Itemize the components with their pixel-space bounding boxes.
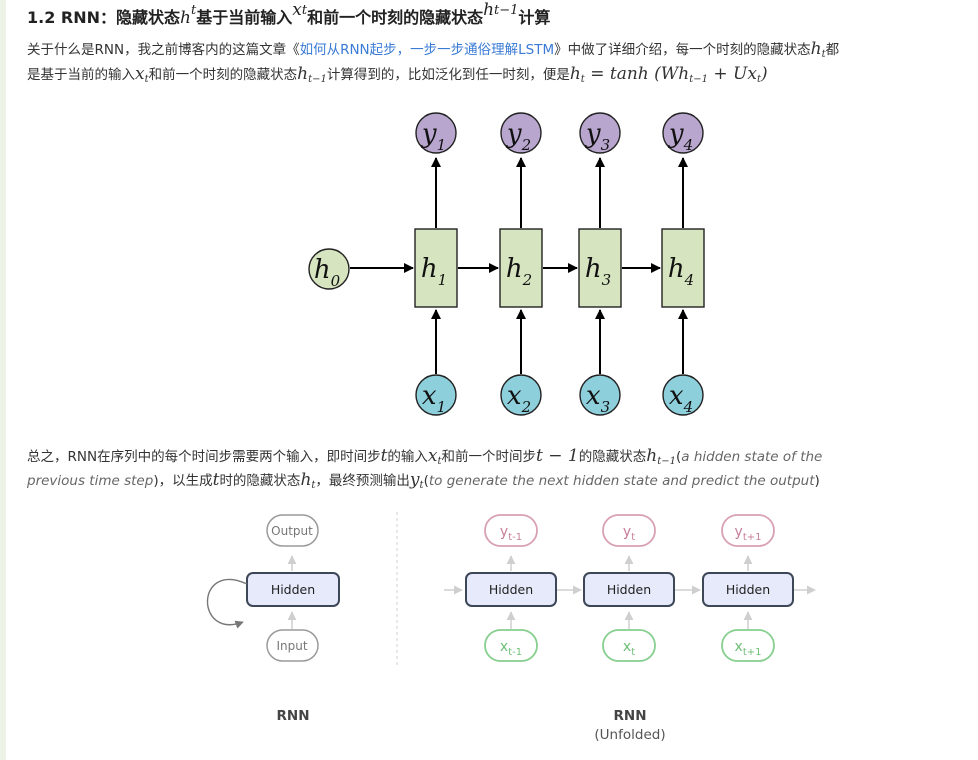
input-node	[579, 374, 621, 416]
input-node-label: x4	[669, 381, 693, 416]
rnn-output-label: Output	[271, 524, 313, 538]
rnn-hidden-node	[246, 572, 340, 607]
recurrence-loop-arrow	[206, 578, 248, 629]
section-heading: 1.2 RNN：隐藏状态ht基于当前输入xt和前一个时刻的隐藏状态ht−1计算	[27, 0, 551, 28]
input-node-label: x1	[422, 381, 446, 416]
intro-line-2: 是基于当前的输入xt和前一个时刻的隐藏状态ht−1计算得到的，比如泛化到任一时刻…	[27, 64, 768, 85]
hidden-node	[578, 228, 622, 308]
unfolded-hidden-node	[465, 572, 557, 607]
unfolded-input-node	[484, 629, 538, 662]
unfolded-output-node	[484, 514, 538, 547]
unfolded-input-label: xt	[623, 639, 635, 658]
rnn-label: RNN	[277, 708, 310, 724]
left-edge-strip	[0, 0, 6, 760]
rnn-input-node	[266, 629, 319, 662]
unfolded-input-node	[721, 629, 775, 662]
rnn-hidden-label: Hidden	[271, 582, 315, 597]
rnn-chain-diagram: y1 h1 x1 y2 h2 x2 y3 h3 x3 y4 h4 x4 h0	[308, 112, 705, 416]
article-link[interactable]: 如何从RNN起步，一步一步通俗理解LSTM	[299, 42, 555, 58]
output-node	[415, 112, 457, 154]
output-node	[662, 112, 704, 154]
hidden-node	[414, 228, 458, 308]
input-node	[500, 374, 542, 416]
initial-hidden-node	[308, 248, 350, 290]
unfolded-hidden-node	[583, 572, 675, 607]
hidden-node	[499, 228, 543, 308]
unfolded-output-label: yt-1	[500, 524, 522, 543]
unfolded-sublabel: (Unfolded)	[594, 727, 665, 743]
unfolded-output-label: yt	[623, 524, 635, 543]
rnn-input-label: Input	[276, 639, 307, 653]
unfolded-output-node	[721, 514, 775, 547]
input-node-label: x3	[586, 381, 610, 416]
unfolded-hidden-label: Hidden	[726, 582, 770, 597]
input-node	[415, 374, 457, 416]
unfolded-output-label: yt+1	[735, 524, 762, 543]
input-node-label: x2	[507, 381, 531, 416]
hidden-node-label: h1	[421, 254, 447, 289]
initial-hidden-label: h0	[314, 255, 341, 290]
unfolded-hidden-node	[702, 572, 794, 607]
intro-line-1: 关于什么是RNN，我之前博客内的这篇文章《如何从RNN起步，一步一步通俗理解LS…	[27, 39, 840, 60]
unfolded-input-label: xt-1	[500, 639, 522, 658]
hidden-node-label: h3	[585, 254, 611, 289]
hidden-node-label: h4	[668, 254, 694, 289]
summary-line-1: 总之，RNN在序列中的每个时间步需要两个输入，即时间步t的输入xt和前一个时间步…	[27, 446, 823, 467]
rnn-output-node	[266, 514, 319, 547]
output-node-label: y1	[421, 119, 446, 154]
unfolded-input-node	[602, 629, 656, 662]
unfolded-label: RNN	[614, 708, 647, 724]
input-node	[662, 374, 704, 416]
output-node	[500, 112, 542, 154]
output-node	[579, 112, 621, 154]
unfolded-hidden-label: Hidden	[489, 582, 533, 597]
hidden-node	[661, 228, 705, 308]
output-node-label: y2	[506, 119, 531, 154]
unfolded-hidden-label: Hidden	[607, 582, 651, 597]
hidden-node-label: h2	[506, 254, 532, 289]
output-node-label: y3	[585, 119, 610, 154]
output-node-label: y4	[668, 119, 693, 154]
formula: h	[569, 64, 581, 84]
unfolded-output-node	[602, 514, 656, 547]
unfolded-input-label: xt+1	[735, 639, 762, 658]
summary-line-2: previous time step)，以生成t时的隐藏状态ht，最终预测输出y…	[27, 470, 820, 491]
